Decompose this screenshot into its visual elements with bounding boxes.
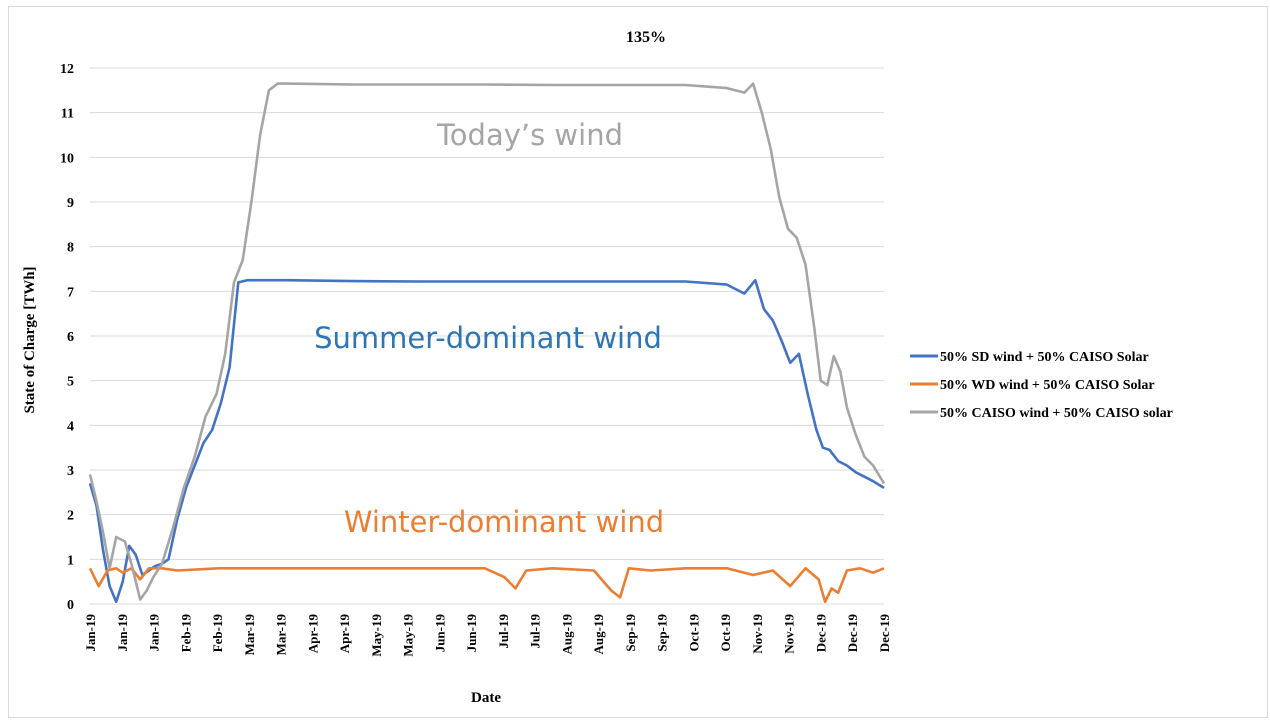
y-tick-label: 5 [67,375,74,390]
annotation-label: Winter-dominant wind [344,505,664,539]
x-tick-label: Oct-19 [686,614,701,652]
x-tick-label: Aug-19 [591,614,606,655]
y-tick-label: 8 [67,241,74,256]
legend: 50% SD wind + 50% CAISO Solar 50% WD wind… [910,350,1173,421]
y-tick-label: 2 [67,509,74,524]
y-tick-label: 10 [60,151,74,166]
chart-frame [8,6,1268,718]
y-tick-label: 7 [67,285,74,300]
y-tick-label: 12 [60,62,74,77]
series-line-3 [88,82,886,601]
y-axis-label: State of Charge [TWh] [22,266,38,413]
x-tick-label: Dec-19 [877,614,892,653]
y-tick-label: 3 [67,464,74,479]
x-tick-label: Aug-19 [559,614,574,655]
x-tick-label: Apr-19 [337,614,352,654]
y-tick-label: 11 [61,107,74,122]
x-tick-label: Nov-19 [782,614,797,654]
gridlines [90,67,884,560]
x-axis-label: Date [471,690,501,706]
annotation-label: Today’s wind [436,118,623,152]
x-tick-label: Apr-19 [305,614,320,654]
series-lines [88,82,886,604]
legend-label: 50% WD wind + 50% CAISO Solar [940,378,1155,393]
x-tick-label: Dec-19 [813,614,828,653]
x-tick-label: Mar-19 [242,614,257,656]
x-tick-label: Nov-19 [750,614,765,654]
y-tick-label: 1 [67,553,74,568]
legend-label: 50% SD wind + 50% CAISO Solar [940,350,1149,365]
x-tick-label: Jul-19 [528,614,543,649]
y-tick-label: 9 [67,196,74,211]
legend-label: 50% CAISO wind + 50% CAISO solar [940,406,1173,421]
x-tick-labels: Jan-19 Jan-19 Jan-19 Feb-19 Feb-19 Mar-19 Mar-… [83,614,892,657]
y-tick-label: 0 [67,598,74,613]
annotation-label: Summer-dominant wind [314,321,662,355]
x-tick-label: Jun-19 [432,614,447,653]
x-tick-label: Jan-19 [115,614,130,652]
y-tick-label: 6 [67,330,74,345]
x-tick-label: Jun-19 [464,614,479,653]
x-tick-label: May-19 [401,614,416,657]
x-tick-label: Feb-19 [210,614,225,653]
x-tick-label: Mar-19 [274,614,289,656]
x-tick-label: Jan-19 [83,614,98,652]
x-tick-label: Oct-19 [718,614,733,652]
x-tick-label: Jul-19 [496,614,511,649]
x-tick-label: Feb-19 [178,614,193,653]
x-tick-label: Dec-19 [845,614,860,653]
x-tick-label: Sep-19 [655,614,670,652]
y-tick-label: 4 [67,419,74,434]
x-tick-label: Sep-19 [623,614,638,652]
x-tick-label: Jan-19 [147,614,162,652]
series-line-2 [88,566,885,604]
x-tick-label: May-19 [369,614,384,657]
chart-title: 135% [626,29,666,46]
